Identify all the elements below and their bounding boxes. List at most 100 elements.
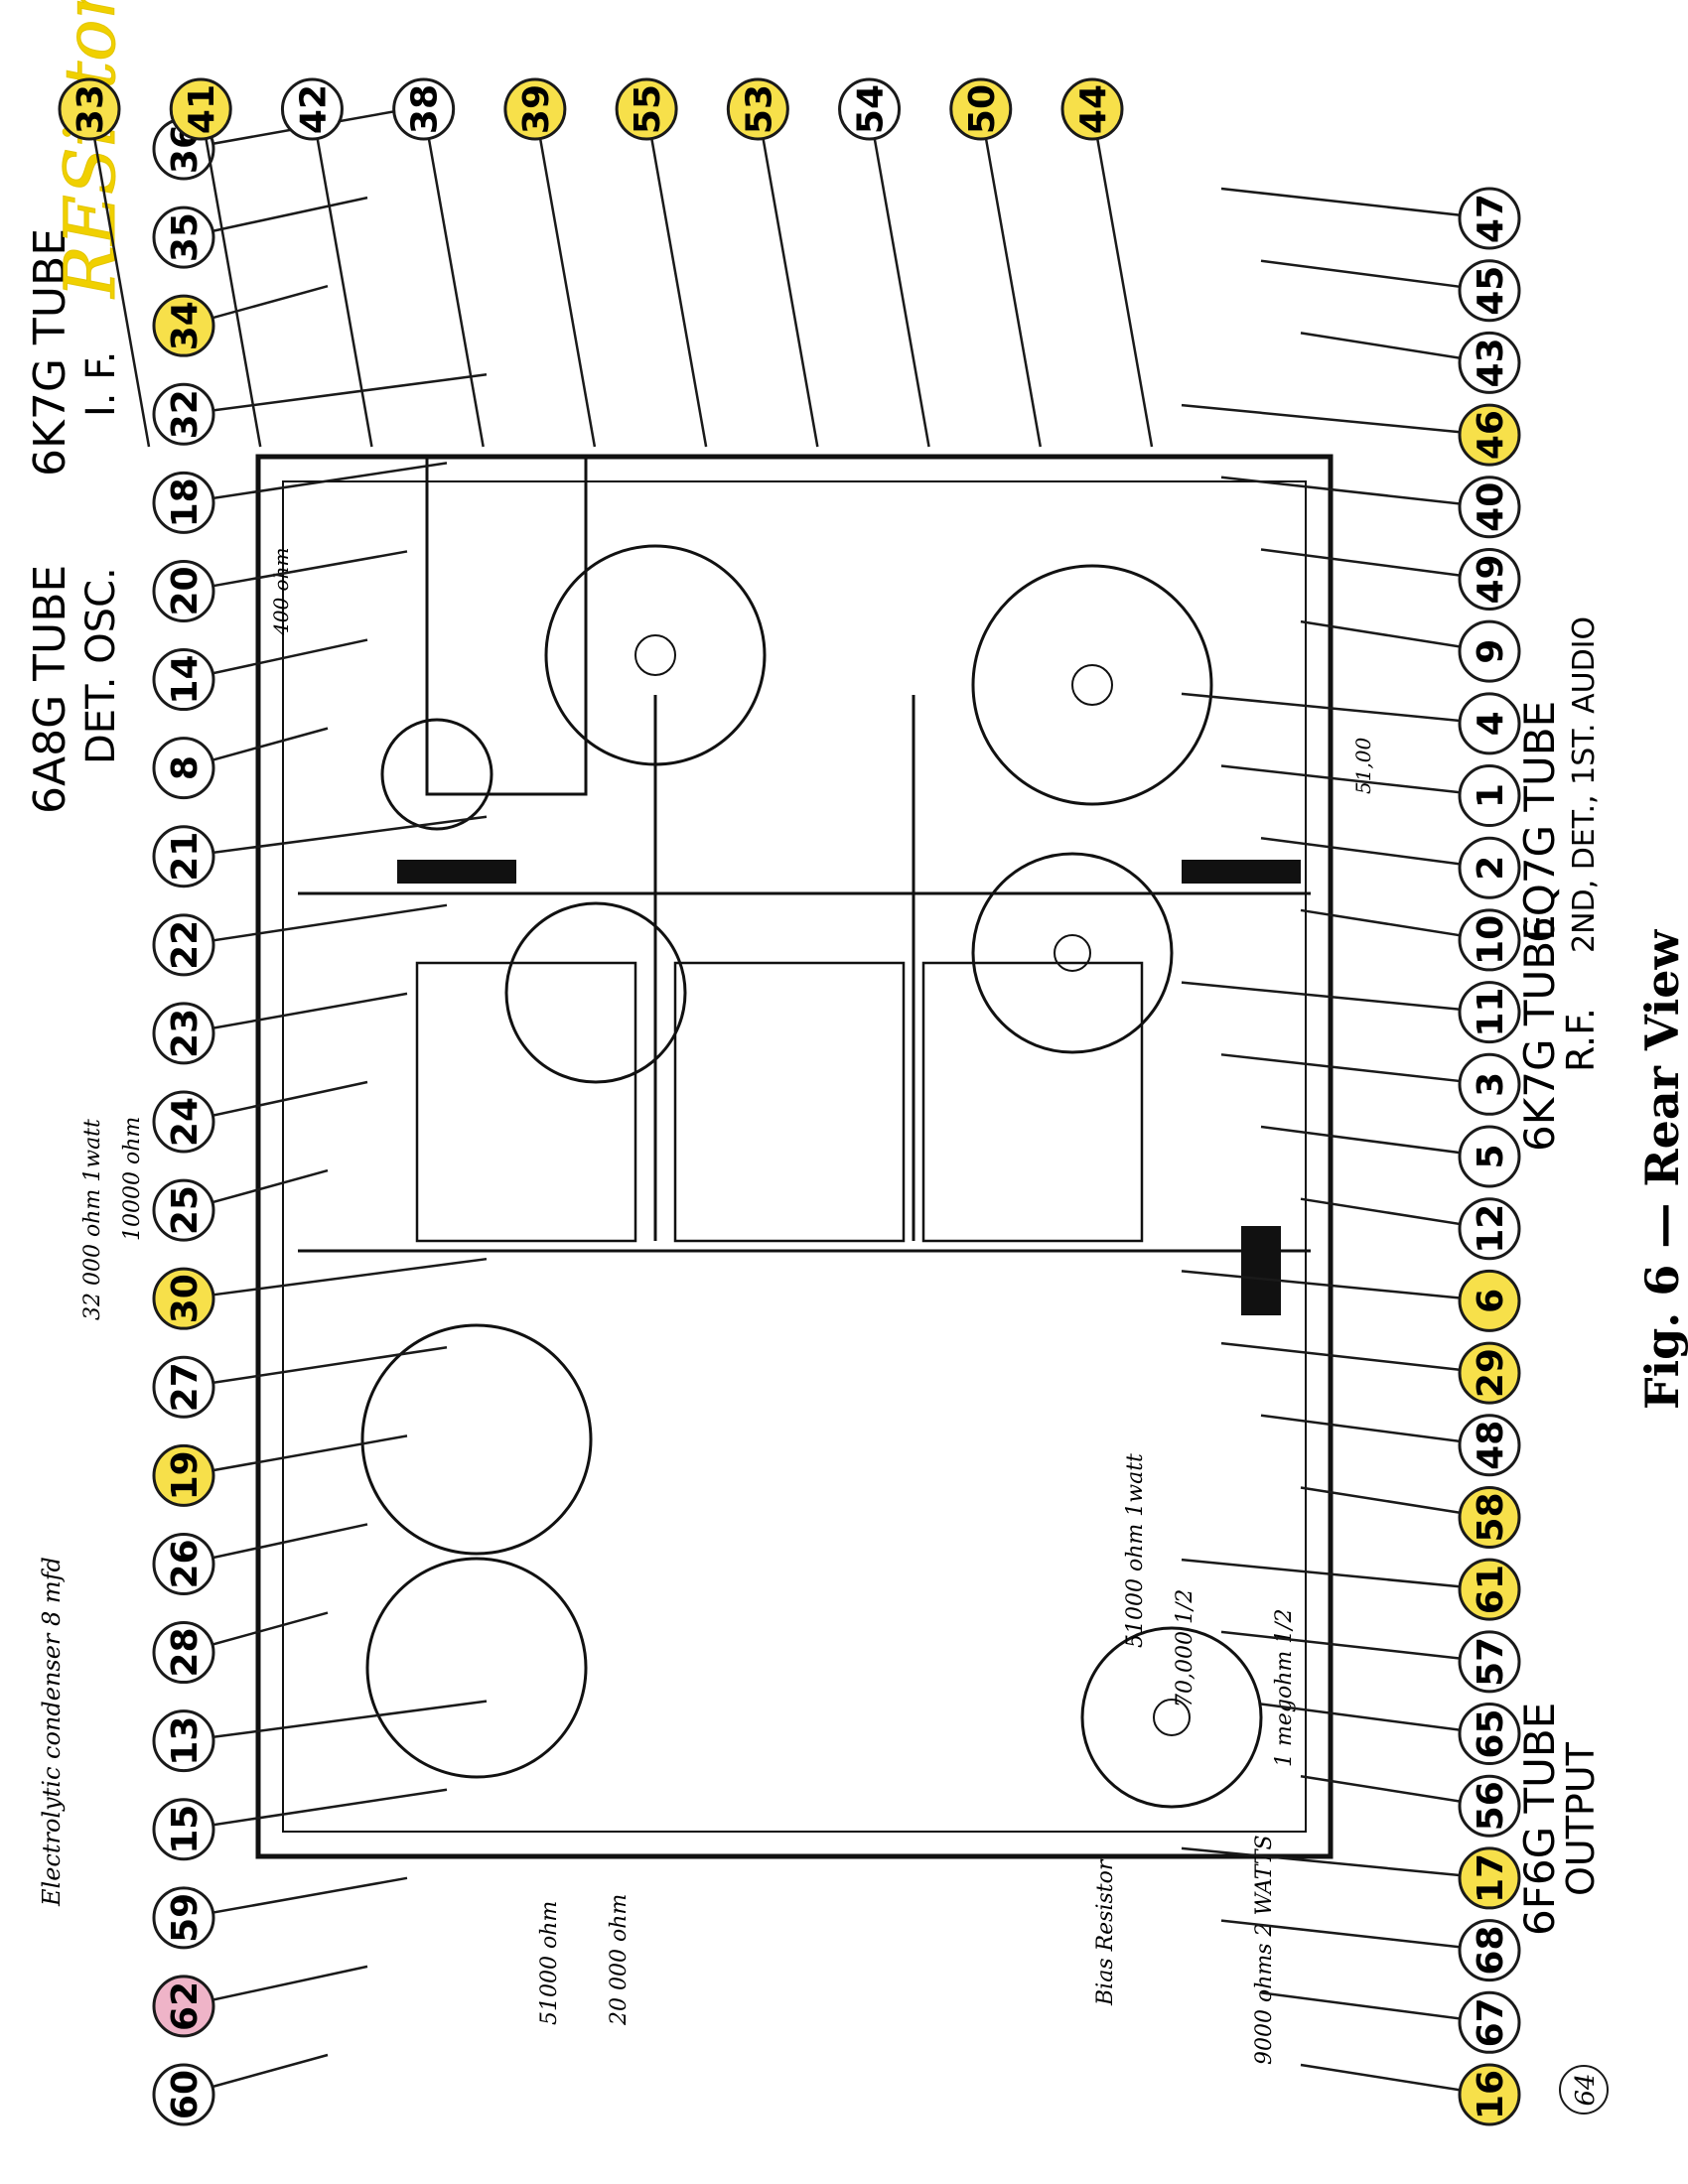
callout-circle-45 [1458,259,1521,323]
callouts-right: 1667681756655761584829612531110214949404… [1181,187,1609,2126]
callout-circle-46 [1458,403,1521,467]
leader-line [757,108,819,448]
callout-circle-58 [1458,1485,1521,1549]
callout-label-40: 40 [1471,482,1511,532]
leader-line [979,108,1043,448]
callout-circle-55 [615,77,678,141]
callout-label-56: 56 [1471,1781,1511,1831]
leader-line [1181,403,1490,437]
leader-line [183,373,488,416]
leader-line [183,1965,368,2008]
callout-circle-39 [503,77,567,141]
callout-label-53: 53 [739,84,779,134]
callout-label-22: 22 [165,920,206,970]
leader-line [311,108,373,448]
note-61: Bias Resistor [1093,1858,1118,2006]
callout-label-48: 48 [1471,1421,1511,1470]
callout-circle-50 [949,77,1013,141]
tube-label-6k7g-rf: 6K7G TUBE [1515,914,1564,1152]
bracket [1182,860,1301,884]
callout-circle-34 [152,294,215,357]
callout-label-9: 9 [1471,639,1511,664]
callout-label-26: 26 [165,1539,206,1588]
tube-socket-6Q7G [971,564,1213,806]
leader-line [1220,187,1490,220]
callout-label-5: 5 [1471,1144,1511,1168]
note-48: 70,000 1/2 [1173,1589,1197,1707]
callout-label-25: 25 [165,1185,206,1235]
callout-label-38: 38 [405,84,446,134]
callout-circle-68 [1458,1919,1521,1982]
callout-circle-54 [838,77,902,141]
note-67: 20 000 ohm [607,1894,632,2026]
callout-circle-14 [152,648,215,712]
chassis-inner [282,480,1307,1833]
leader-line [1181,1270,1490,1302]
callout-circle-57 [1458,1630,1521,1694]
note-30: 32 000 ohm 1watt [80,1119,105,1320]
callout-label-17: 17 [1471,1853,1511,1903]
callout-label-29: 29 [1471,1348,1511,1398]
callout-circle-59 [152,1886,215,1950]
callout-circle-16 [1458,2063,1521,2126]
callout-circle-44 [1060,77,1124,141]
leader-line [1260,836,1490,870]
callout-label-28: 28 [165,1627,206,1677]
callout-label-68: 68 [1471,1926,1511,1976]
leader-line [1300,1197,1490,1230]
callout-label-44: 44 [1073,84,1114,134]
callout-label-61: 61 [1471,1565,1511,1614]
leader-line [183,1080,368,1124]
tube-label-6a8g: 6A8G TUBE [25,565,75,814]
leader-line [1220,1919,1490,1952]
callout-label-23: 23 [165,1009,206,1058]
leader-line [1260,1414,1490,1447]
leader-line [183,1523,368,1566]
callout-circle-64 [1559,2065,1609,2115]
callout-circle-48 [1458,1414,1521,1477]
callout-label-54: 54 [851,84,892,134]
bracket [1241,1226,1281,1315]
callout-circle-32 [152,382,215,446]
chassis-outline [255,454,1334,1859]
leader-line [87,108,151,448]
callout-circle-35 [152,205,215,269]
callout-circle-61 [1458,1558,1521,1621]
note-58: 1 megohm 1/2 [1272,1608,1297,1767]
leader-line [1300,1486,1490,1519]
leader-line [1260,1703,1490,1735]
note-62: Electrolytic condenser 8 mfd [38,1557,66,1907]
leader-line [183,1788,448,1831]
leader-line [183,462,448,504]
callout-label-33: 33 [70,84,111,134]
callout-circle-29 [1458,1341,1521,1405]
leader-line [1300,2063,1490,2097]
tube-label-6k7g-rf-sub: R.F. [1559,1008,1603,1072]
callout-label-34: 34 [165,301,206,350]
callout-label-60: 60 [165,2070,206,2119]
callout-label-13: 13 [165,1716,206,1766]
callout-circle-47 [1458,187,1521,250]
callout-label-57: 57 [1471,1637,1511,1687]
tube-label-6f6g-sub: OUTPUT [1559,1741,1603,1896]
callout-circle-10 [1458,908,1521,972]
leader-line [1181,1846,1490,1880]
leader-line [183,638,368,681]
tube-label-6f6g: 6F6G TUBE [1515,1703,1564,1936]
callout-circle-18 [152,471,215,534]
callout-circle-6 [1458,1269,1521,1332]
leader-line [183,1700,488,1742]
leader-line [1300,1774,1490,1808]
callout-label-43: 43 [1471,338,1511,387]
condenser-can [365,1557,588,1779]
callout-label-42: 42 [293,84,334,134]
leader-line [183,550,408,593]
callout-label-59: 59 [165,1893,206,1943]
callout-label-46: 46 [1471,410,1511,460]
callout-circle-25 [152,1178,215,1242]
callout-circle-49 [1458,547,1521,611]
callout-circle-60 [152,2063,215,2126]
callout-label-41: 41 [182,84,222,134]
callout-label-45: 45 [1471,266,1511,316]
